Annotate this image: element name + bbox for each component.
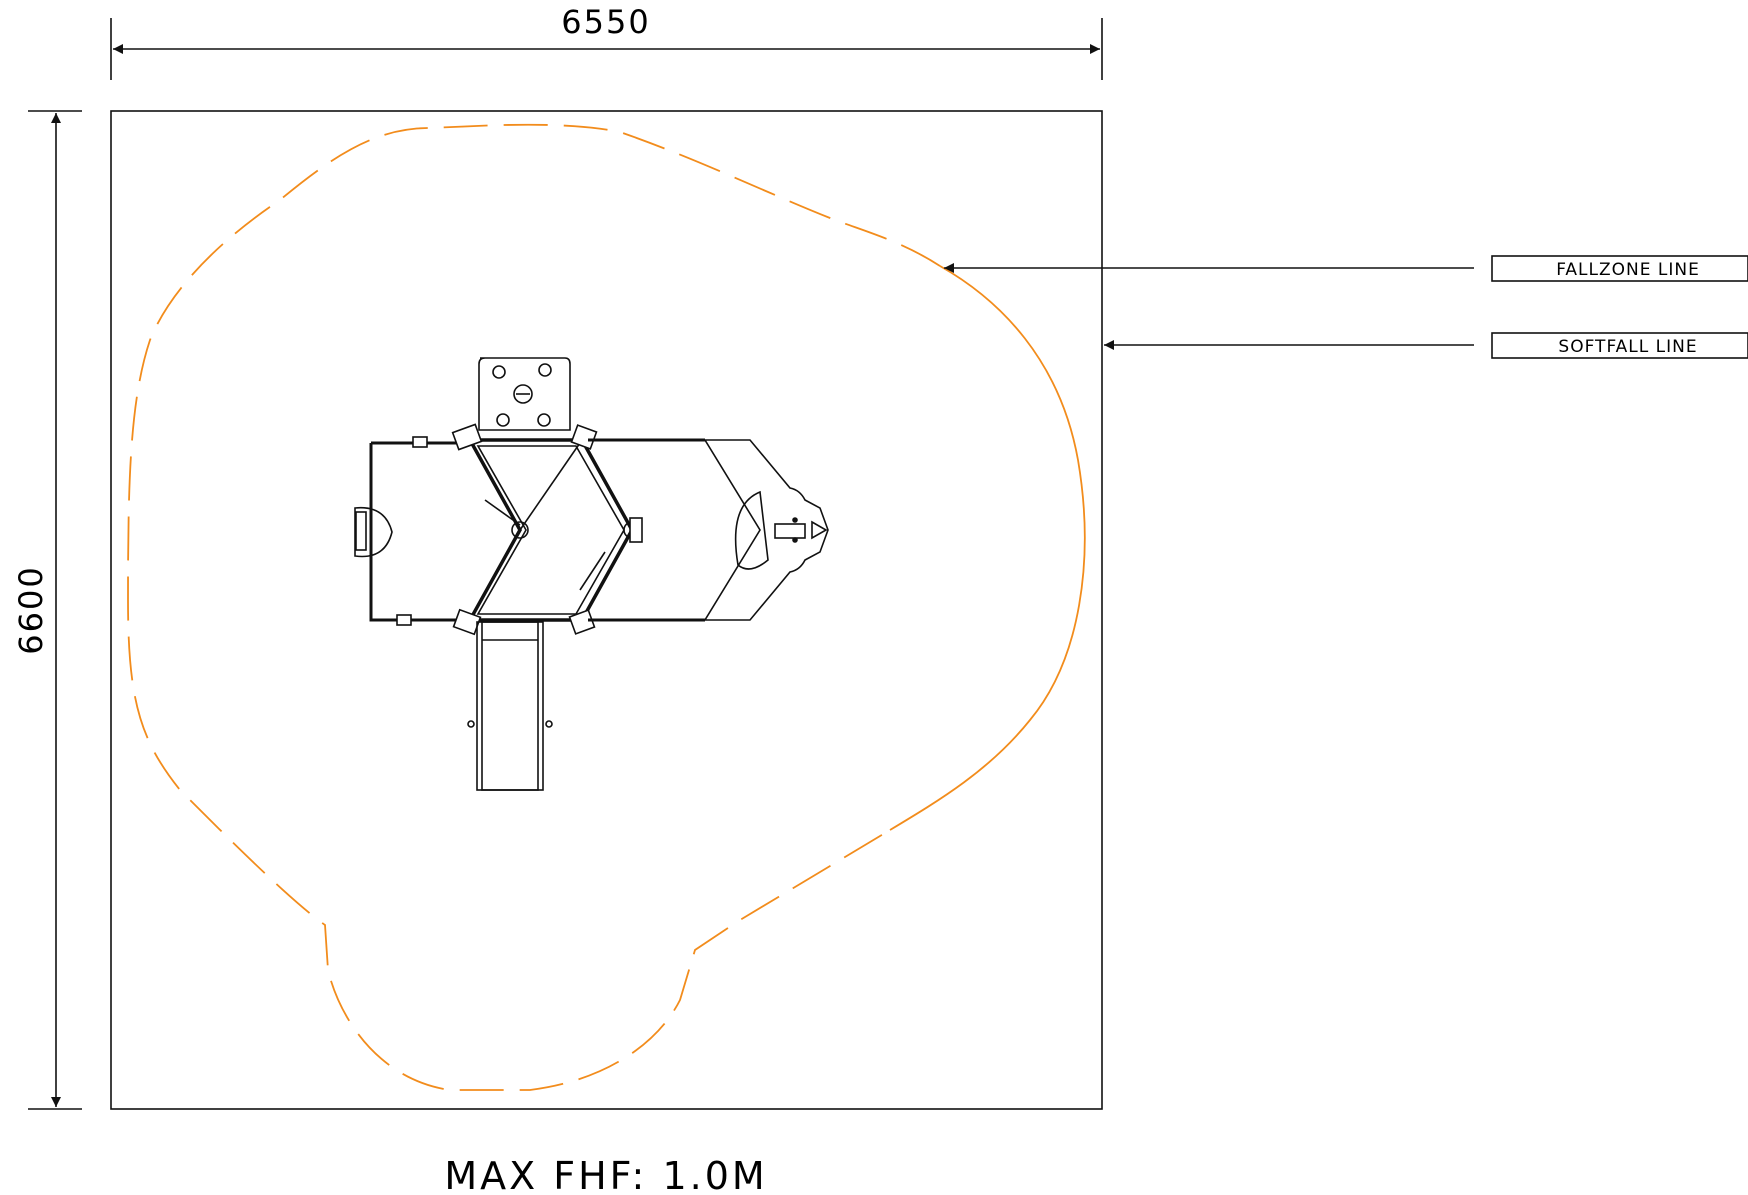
left-deck xyxy=(354,436,466,626)
right-deck xyxy=(588,438,829,622)
central-chevron-deck xyxy=(451,423,643,636)
width-dimension: 6550 xyxy=(110,3,1103,80)
max-fall-height-caption: MAX FHF: 1.0M xyxy=(444,1154,767,1195)
fallzone-line xyxy=(127,123,1086,1091)
climbing-panel xyxy=(478,357,571,431)
fallzone-label-box xyxy=(1491,255,1748,282)
play-equipment xyxy=(354,357,829,791)
fallzone-label: FALLZONE LINE xyxy=(1556,260,1700,280)
softfall-callout: SOFTFALL LINE xyxy=(1104,332,1748,359)
height-dimension-label: 6600 xyxy=(12,565,50,654)
softfall-label-box xyxy=(1491,332,1748,359)
softfall-boundary xyxy=(110,110,1103,1110)
height-dimension: 6600 xyxy=(12,110,82,1110)
width-dimension-label: 6550 xyxy=(561,3,650,41)
fallzone-callout: FALLZONE LINE xyxy=(944,255,1748,282)
softfall-label: SOFTFALL LINE xyxy=(1558,337,1697,357)
slide xyxy=(467,621,553,791)
